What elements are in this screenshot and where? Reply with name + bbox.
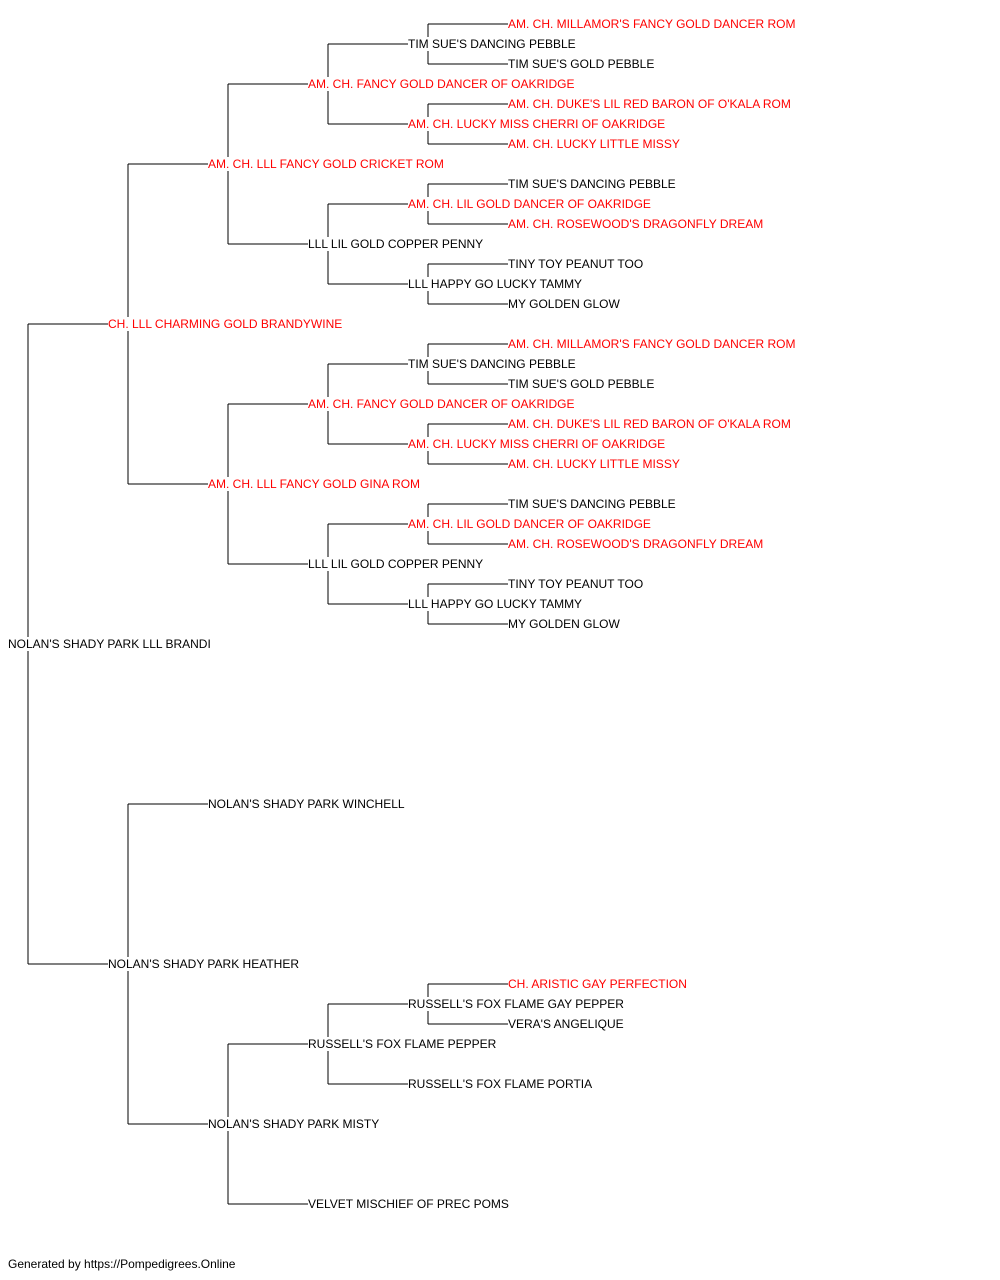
sire-gen3: AM. CH. FANCY GOLD DANCER OF OAKRIDGE	[308, 77, 576, 91]
sire-gen3: AM. CH. FANCY GOLD DANCER OF OAKRIDGE	[308, 397, 576, 411]
dam-gen4: LLL HAPPY GO LUCKY TAMMY	[408, 277, 584, 291]
dam-gen5: AM. CH. LUCKY LITTLE MISSY	[508, 457, 681, 471]
sire-gen5: TIM SUE'S DANCING PEBBLE	[508, 177, 677, 191]
sire-gen4: AM. CH. LIL GOLD DANCER OF OAKRIDGE	[408, 517, 652, 531]
sire-gen4: TIM SUE'S DANCING PEBBLE	[408, 37, 577, 51]
dam-gen4: AM. CH. LUCKY MISS CHERRI OF OAKRIDGE	[408, 117, 667, 131]
dam-gen2: NOLAN'S SHADY PARK MISTY	[208, 1117, 381, 1131]
sire-gen2: AM. CH. LLL FANCY GOLD CRICKET ROM	[208, 157, 445, 171]
dam-gen5: AM. CH. LUCKY LITTLE MISSY	[508, 137, 681, 151]
generated-by-footer: Generated by https://Pompedigrees.Online	[8, 1257, 236, 1271]
sire-gen5: TINY TOY PEANUT TOO	[508, 577, 645, 591]
dam-gen1: NOLAN'S SHADY PARK HEATHER	[108, 957, 301, 971]
dam-gen3: LLL LIL GOLD COPPER PENNY	[308, 237, 485, 251]
dam-gen2: AM. CH. LLL FANCY GOLD GINA ROM	[208, 477, 422, 491]
sire-gen1: CH. LLL CHARMING GOLD BRANDYWINE	[108, 317, 344, 331]
dam-gen5: TIM SUE'S GOLD PEBBLE	[508, 377, 656, 391]
sire-gen5: CH. ARISTIC GAY PERFECTION	[508, 977, 688, 991]
sire-gen5: AM. CH. DUKE'S LIL RED BARON OF O'KALA R…	[508, 417, 792, 431]
dam-gen5: AM. CH. ROSEWOOD'S DRAGONFLY DREAM	[508, 537, 765, 551]
sire-gen5: AM. CH. DUKE'S LIL RED BARON OF O'KALA R…	[508, 97, 792, 111]
sire-gen3: RUSSELL'S FOX FLAME PEPPER	[308, 1037, 498, 1051]
subject-dog: NOLAN'S SHADY PARK LLL BRANDI	[8, 637, 212, 651]
dam-gen4: LLL HAPPY GO LUCKY TAMMY	[408, 597, 584, 611]
sire-gen5: TINY TOY PEANUT TOO	[508, 257, 645, 271]
sire-gen5: AM. CH. MILLAMOR'S FANCY GOLD DANCER ROM	[508, 337, 797, 351]
sire-gen2: NOLAN'S SHADY PARK WINCHELL	[208, 797, 406, 811]
dam-gen5: VERA'S ANGELIQUE	[508, 1017, 625, 1031]
dam-gen5: AM. CH. ROSEWOOD'S DRAGONFLY DREAM	[508, 217, 765, 231]
dam-gen5: MY GOLDEN GLOW	[508, 297, 621, 311]
dam-gen5: MY GOLDEN GLOW	[508, 617, 621, 631]
sire-gen5: AM. CH. MILLAMOR'S FANCY GOLD DANCER ROM	[508, 17, 797, 31]
sire-gen5: TIM SUE'S DANCING PEBBLE	[508, 497, 677, 511]
dam-gen4: RUSSELL'S FOX FLAME PORTIA	[408, 1077, 594, 1091]
dam-gen3: VELVET MISCHIEF OF PREC POMS	[308, 1197, 510, 1211]
sire-gen4: TIM SUE'S DANCING PEBBLE	[408, 357, 577, 371]
sire-gen4: AM. CH. LIL GOLD DANCER OF OAKRIDGE	[408, 197, 652, 211]
dam-gen3: LLL LIL GOLD COPPER PENNY	[308, 557, 485, 571]
dam-gen5: TIM SUE'S GOLD PEBBLE	[508, 57, 656, 71]
dam-gen4: AM. CH. LUCKY MISS CHERRI OF OAKRIDGE	[408, 437, 667, 451]
sire-gen4: RUSSELL'S FOX FLAME GAY PEPPER	[408, 997, 625, 1011]
